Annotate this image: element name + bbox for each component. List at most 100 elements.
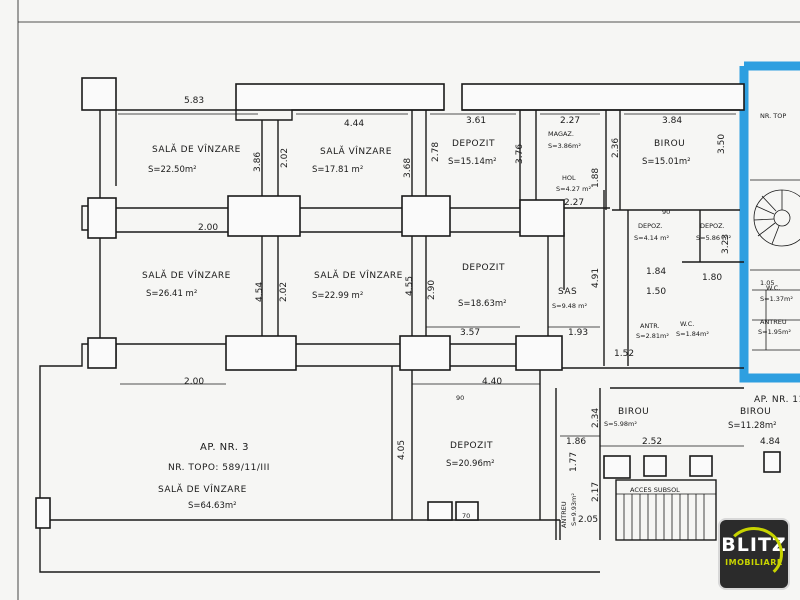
room-r19-area: S=1.95m² (758, 328, 791, 336)
dim-d8: 3.68 (403, 158, 413, 178)
room-r12-name: DEPOZ. (700, 222, 725, 230)
room-r16-area: S=11.28m² (728, 421, 777, 431)
room-r18-area: S=64.63m² (188, 501, 237, 511)
room-r18-name: SALĂ DE VÎNZARE (158, 483, 247, 495)
spiral-stair (750, 179, 800, 351)
room-r13-name: ANTR. (640, 322, 660, 330)
room-r1-name: SALĂ DE VÎNZARE (152, 143, 241, 155)
room-r4-name: MAGAZ. (548, 130, 574, 138)
dim-d11: 3.50 (717, 134, 727, 154)
dim-d28: 1.86 (566, 437, 586, 447)
dim-d29: 2.52 (642, 437, 662, 447)
room-r1-area: S=22.50m² (148, 165, 197, 175)
access-basement-label: ACCES SUBSOL (630, 486, 680, 494)
dim-d10: 3.76 (515, 144, 525, 164)
dim-d20: 3.57 (460, 328, 480, 338)
dim-d32: 2.34 (591, 408, 601, 428)
dim-d22: 4.91 (591, 268, 601, 288)
dim-d34: 1.77 (569, 452, 579, 472)
dim-d41: 1.05 (760, 279, 774, 287)
room-r15-name: BIROU (618, 407, 649, 417)
room-r19-name: ANTREU (760, 318, 787, 326)
room-r8-area: S=22.99 m² (312, 291, 363, 301)
room-r14-name: DEPOZIT (450, 441, 493, 451)
dim-d24: 1.52 (614, 349, 634, 359)
room-r17-area: S=9.93m² (570, 493, 578, 526)
room-r15-area: S=5.98m² (604, 420, 637, 428)
dim-d9: 2.78 (431, 142, 441, 162)
dim-d18: 4.55 (405, 276, 415, 296)
dim-d15: 2.00 (198, 223, 218, 233)
dim-d2: 4.44 (344, 119, 364, 129)
logo-ring-icon (725, 527, 783, 581)
room-labels: SALĂ DE VÎNZARE S=22.50m² SALĂ VÎNZARE S… (142, 130, 793, 528)
room-r3-name: DEPOZIT (452, 139, 495, 149)
dim-d14: 2.36 (611, 138, 621, 158)
dim-d17: 2.02 (279, 282, 289, 302)
dim-d23: 1.80 (702, 273, 722, 283)
room-r6-name: HOL (562, 174, 576, 182)
dim-d12: 2.27 (564, 198, 584, 208)
room-r20-area: S=1.84m² (676, 330, 709, 338)
room-r16-name: BIROU (740, 407, 771, 417)
dim-d36: 1.84 (646, 267, 666, 277)
room-r11-name: DEPOZ. (638, 222, 663, 230)
room-r9-area: S=18.63m² (458, 299, 507, 309)
room-r8-name: SALĂ DE VÎNZARE (314, 269, 403, 281)
dim-d5: 3.84 (662, 116, 682, 126)
room-r21-name: W.C. (766, 284, 780, 292)
dim-d35: 1.50 (646, 287, 666, 297)
room-r17-name: ANTREU (560, 501, 568, 528)
dim-d16: 4.54 (255, 282, 265, 302)
highlighted-unit-outline (739, 61, 800, 383)
dim-d1: 5.83 (184, 96, 204, 106)
room-r10-name: SAS (558, 287, 577, 297)
room-r12-area: S=5.86 m² (696, 234, 731, 242)
room-r11-area: S=4.14 m² (634, 234, 669, 242)
dim-d37: 3.23 (721, 234, 731, 254)
dim-d7: 2.02 (280, 148, 290, 168)
room-r5-name: BIROU (654, 139, 685, 149)
dim-d25: 2.00 (184, 377, 204, 387)
dim-d27: 4.05 (397, 440, 407, 460)
room-r10-area: S=9.48 m² (552, 302, 587, 310)
apartment-3-topo: NR. TOPO: 589/11/III (168, 463, 270, 473)
apartment-labels: AP. NR. 3 NR. TOPO: 589/11/III AP. NR. 1… (168, 112, 800, 494)
brand-logo: BLITZ IMOBILIARE (718, 518, 790, 590)
dimension-lines (118, 113, 744, 447)
dim-d33: 2.17 (591, 482, 601, 502)
dim-d38: 90 (662, 208, 670, 216)
dim-d40: 70 (462, 512, 470, 520)
room-r2-name: SALĂ VÎNZARE (320, 145, 392, 157)
room-r14-area: S=20.96m² (446, 459, 495, 469)
dim-d39: 90 (456, 394, 464, 402)
dim-d13: 1.88 (591, 168, 601, 188)
room-r3-area: S=15.14m² (448, 157, 497, 167)
dim-d4: 2.27 (560, 116, 580, 126)
room-r7-name: SALĂ DE VÎNZARE (142, 269, 231, 281)
dim-d21: 1.93 (568, 328, 588, 338)
dim-d30: 4.84 (760, 437, 780, 447)
top-right-label: NR. TOP (760, 112, 786, 120)
facade-walls (81, 77, 745, 206)
basement-stairs (615, 479, 717, 541)
dim-d26: 4.40 (482, 377, 502, 387)
room-r21-area: S=1.37m² (760, 295, 793, 303)
room-r7-area: S=26.41 m² (146, 289, 197, 299)
apartment-11-label: AP. NR. 11 (754, 395, 800, 405)
dim-d31: 2.05 (578, 515, 598, 525)
dimension-values: 5.83 4.44 3.61 2.27 3.84 3.86 2.02 3.68 … (184, 96, 780, 525)
room-r9-name: DEPOZIT (462, 263, 505, 273)
dim-d6: 3.86 (253, 152, 263, 172)
room-r6-area: S=4.27 m² (556, 185, 591, 193)
apartment-3-label: AP. NR. 3 (200, 442, 249, 453)
wall-piers (35, 195, 781, 529)
room-r5-area: S=15.01m² (642, 157, 691, 167)
dim-d3: 3.61 (466, 116, 486, 126)
dim-d19: 2.90 (427, 280, 437, 300)
room-r2-area: S=17.81 m² (312, 165, 363, 175)
room-r13-area: S=2.81m² (636, 332, 669, 340)
room-r20-name: W.C. (680, 320, 694, 328)
room-r4-area: S=3.86m² (548, 142, 581, 150)
